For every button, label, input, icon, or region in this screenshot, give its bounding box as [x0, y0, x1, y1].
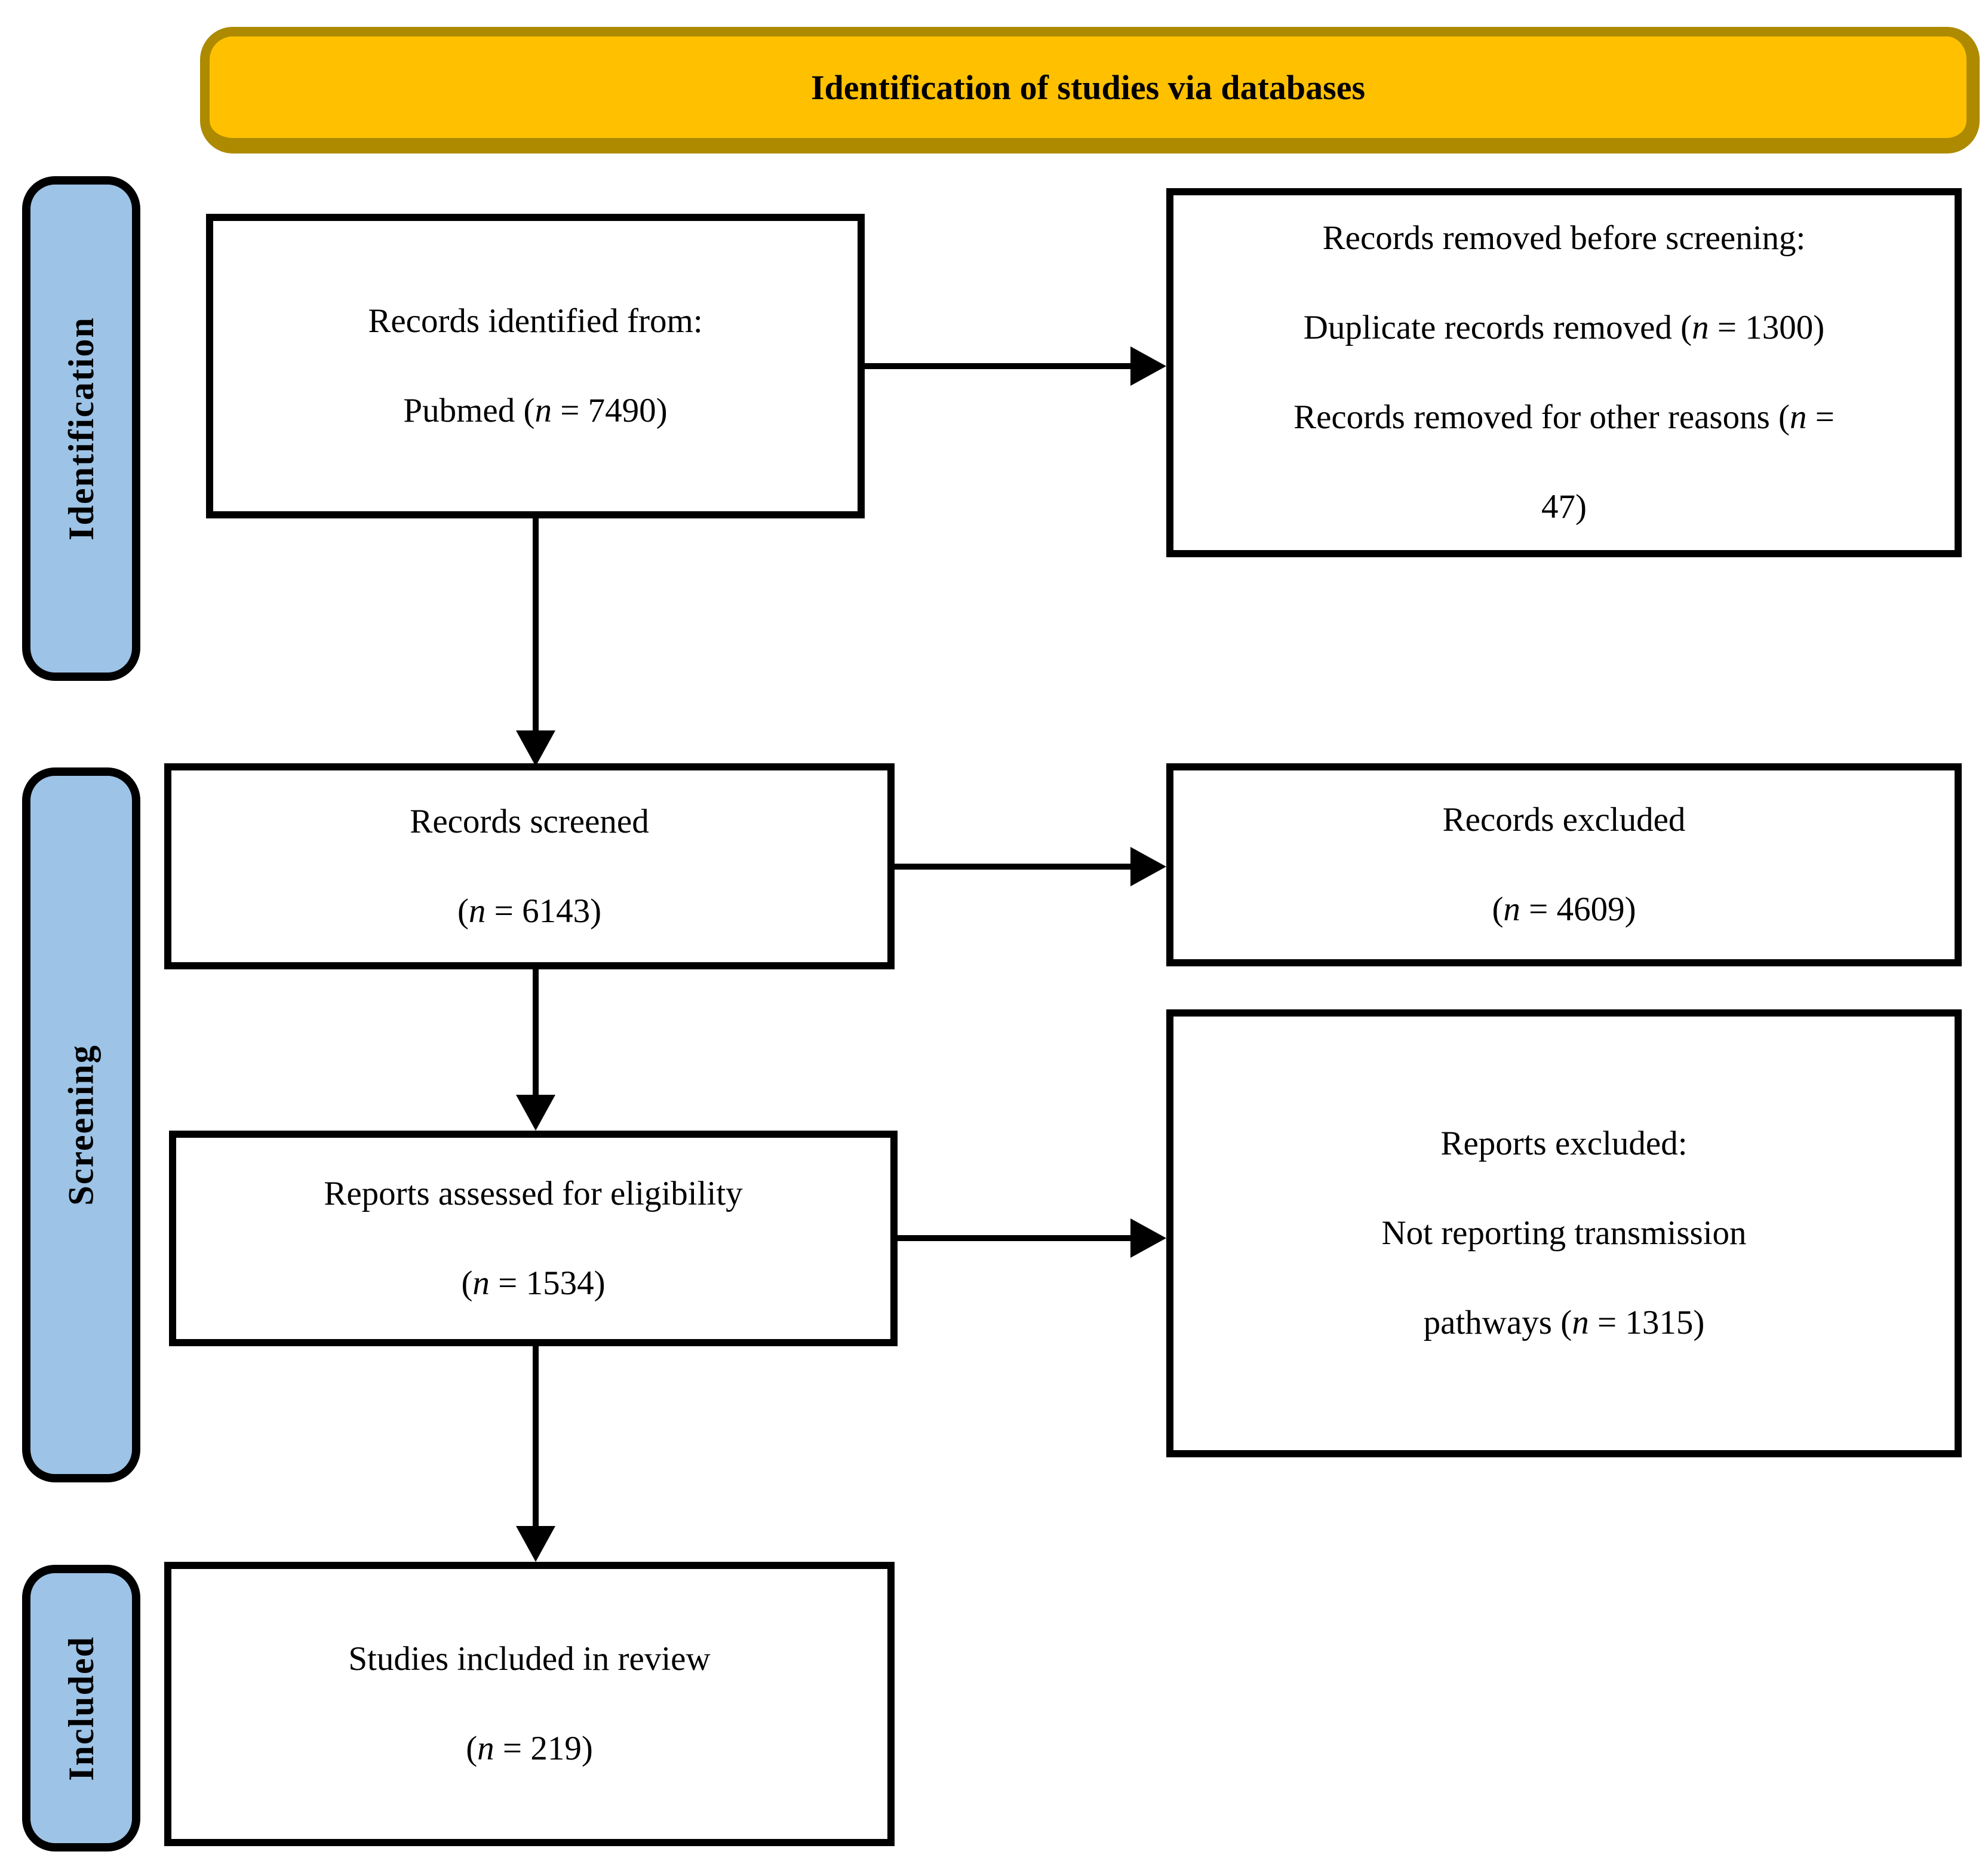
arrow-assessed-to-included — [516, 1346, 555, 1562]
box-text-line: Not reporting transmission — [1381, 1214, 1747, 1252]
reports-assessed-for-eligibility-box: Reports assessed for eligibility (n = 15… — [169, 1131, 898, 1346]
box-text-line: Reports assessed for eligibility — [324, 1174, 743, 1212]
header-title: Identification of studies via databases — [810, 67, 1366, 107]
arrow-screened-to-excluded — [895, 847, 1166, 886]
box-text-line: (n = 4609) — [1492, 891, 1636, 928]
records-excluded-box: Records excluded (n = 4609) — [1166, 763, 1962, 966]
box-text-line: Duplicate records removed (n = 1300) — [1303, 309, 1825, 346]
arrow-identified-to-removed — [865, 346, 1166, 386]
records-identified-box: Records identified from: Pubmed (n = 749… — [206, 214, 865, 518]
stage-label-included-text: Included — [61, 1635, 101, 1781]
arrow-screened-to-assessed — [516, 969, 555, 1131]
stage-label-identification: Identification — [22, 176, 140, 681]
studies-included-in-review-box: Studies included in review (n = 219) — [164, 1562, 895, 1846]
box-text-line: pathways (n = 1315) — [1423, 1304, 1705, 1341]
box-text-line: Studies included in review — [348, 1640, 711, 1678]
box-text-line: Records removed before screening: — [1322, 219, 1806, 257]
box-text-line: Records removed for other reasons (n = — [1293, 398, 1835, 436]
arrow-identified-to-screened — [516, 518, 555, 766]
box-text-line: (n = 1534) — [461, 1264, 606, 1302]
stage-label-identification-text: Identification — [61, 317, 101, 541]
box-text-line: (n = 6143) — [457, 892, 602, 930]
box-text-line: Records identified from: — [368, 302, 703, 340]
box-text-line: Records screened — [410, 802, 649, 840]
box-text-line: (n = 219) — [466, 1730, 593, 1767]
arrow-assessed-to-reports-excluded — [898, 1218, 1166, 1258]
stage-label-screening: Screening — [22, 767, 140, 1482]
records-removed-before-screening-box: Records removed before screening: Duplic… — [1166, 188, 1962, 557]
box-text-line: Records excluded — [1442, 801, 1686, 839]
stage-label-screening-text: Screening — [61, 1044, 101, 1206]
stage-label-included: Included — [22, 1565, 140, 1851]
box-text-line: 47) — [1541, 488, 1587, 526]
header-banner: Identification of studies via databases — [200, 27, 1980, 153]
reports-excluded-box: Reports excluded: Not reporting transmis… — [1166, 1009, 1962, 1457]
box-text-line: Reports excluded: — [1440, 1125, 1688, 1162]
records-screened-box: Records screened (n = 6143) — [164, 763, 895, 969]
box-text-line: Pubmed (n = 7490) — [403, 392, 668, 429]
